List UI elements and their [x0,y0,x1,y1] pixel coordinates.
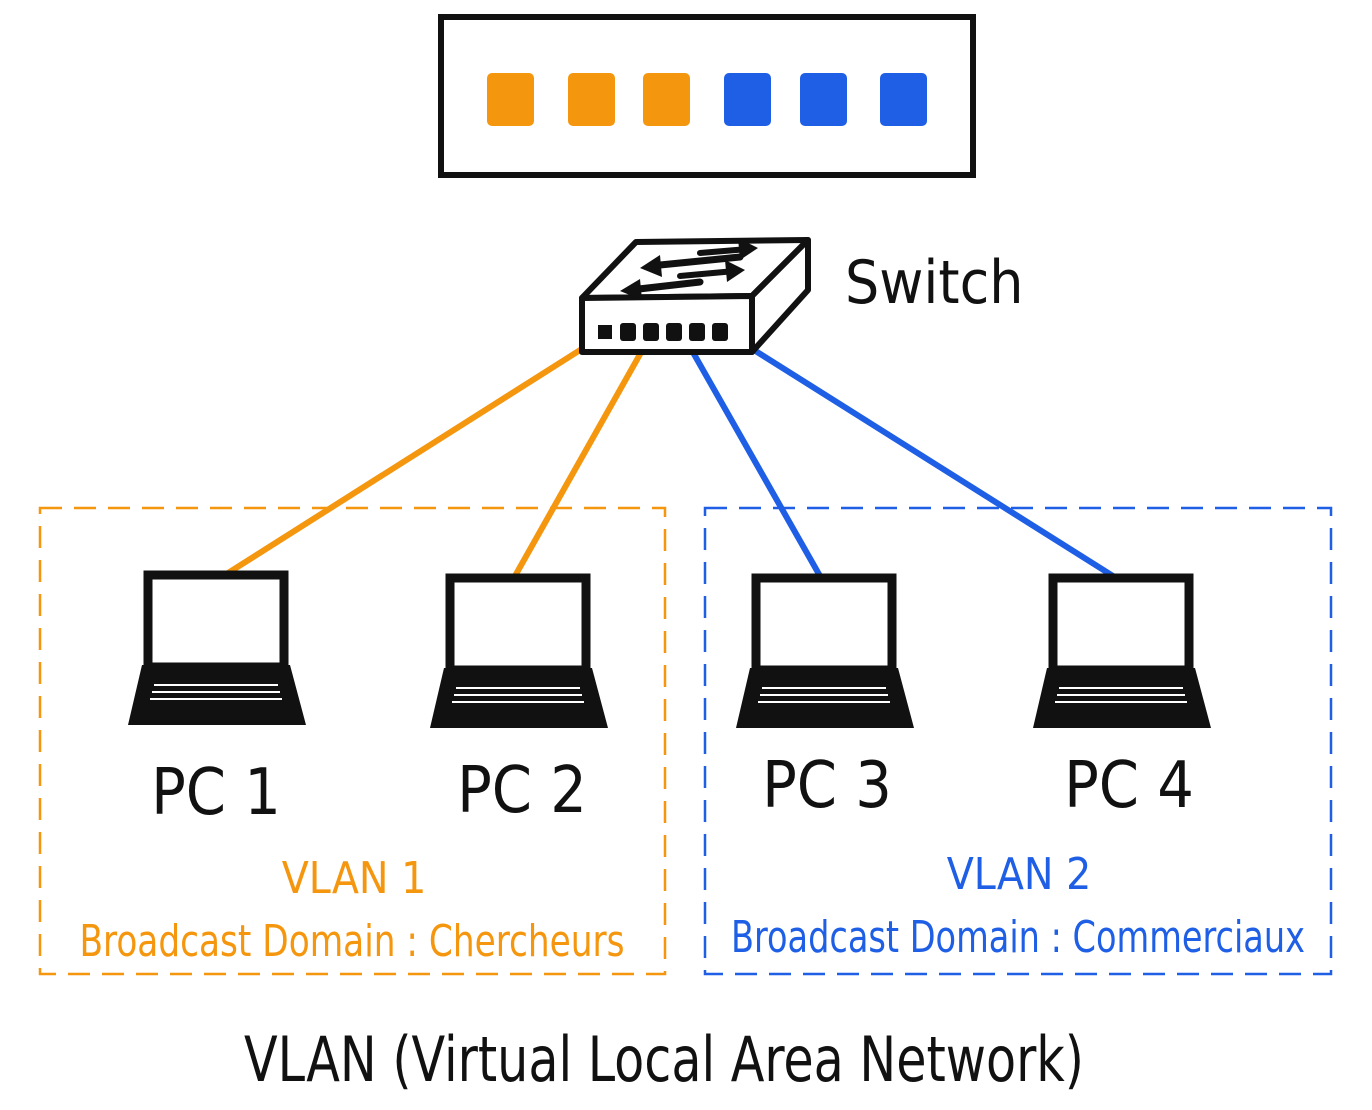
cable-pc1 [225,330,610,576]
laptop-icon [430,573,608,728]
laptop-icon [1033,573,1211,728]
port-6 [880,73,927,126]
laptop-icon [128,570,306,725]
port-2 [568,73,615,126]
pc-label: PC 4 [1064,749,1194,823]
switch-label: Switch [845,248,1023,318]
vlan2-domain-label: Broadcast Domain : Commerciaux [731,912,1305,963]
vlan1-label: VLAN 1 [282,853,427,904]
cable-pc2 [512,330,655,579]
vlan2-label: VLAN 2 [947,849,1092,900]
port-5 [800,73,847,126]
pc-label: PC 3 [762,749,892,823]
port-panel [438,14,976,178]
port-4 [724,73,771,126]
cable-pc4 [724,330,1116,579]
vlan1-box [38,506,667,976]
pc-label: PC 2 [457,754,587,828]
pc-label: PC 1 [151,756,281,830]
port-3 [643,73,690,126]
cable-pc3 [679,330,823,579]
vlan1-domain-label: Broadcast Domain : Chercheurs [80,916,625,967]
network-switch-icon [579,237,811,355]
diagram-caption: VLAN (Virtual Local Area Network) [244,1023,1084,1096]
vlan2-box [703,506,1333,976]
laptop-icon [736,573,914,728]
port-1 [487,73,534,126]
